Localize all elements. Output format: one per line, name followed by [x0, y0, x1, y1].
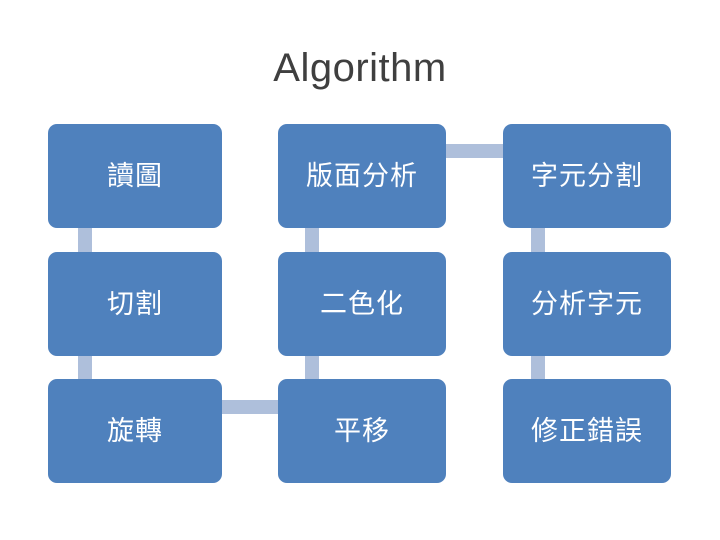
- flow-node-analyze-character[interactable]: 分析字元: [503, 252, 671, 356]
- flow-node-label: 讀圖: [107, 160, 163, 191]
- flow-node-label: 二色化: [320, 288, 404, 319]
- flow-node-label: 分析字元: [531, 288, 643, 319]
- flow-node-correct-errors[interactable]: 修正錯誤: [503, 379, 671, 483]
- flow-node-label: 旋轉: [107, 415, 163, 446]
- flow-node-label: 版面分析: [306, 160, 418, 191]
- flow-node-binarization[interactable]: 二色化: [278, 252, 446, 356]
- flow-node-character-segmentation[interactable]: 字元分割: [503, 124, 671, 228]
- flow-node-label: 修正錯誤: [531, 415, 643, 446]
- flow-node-read-image[interactable]: 讀圖: [48, 124, 222, 228]
- flow-node-rotate[interactable]: 旋轉: [48, 379, 222, 483]
- flow-node-translate[interactable]: 平移: [278, 379, 446, 483]
- flow-node-label: 字元分割: [531, 160, 643, 191]
- page-title: Algorithm: [273, 46, 447, 90]
- connector-r3c1-to-r3c2: [216, 400, 286, 414]
- flow-node-label: 平移: [334, 415, 390, 446]
- flow-node-layout-analysis[interactable]: 版面分析: [278, 124, 446, 228]
- connector-r1c2-to-r1c3: [440, 144, 510, 158]
- flow-node-label: 切割: [107, 288, 163, 319]
- flow-node-cut[interactable]: 切割: [48, 252, 222, 356]
